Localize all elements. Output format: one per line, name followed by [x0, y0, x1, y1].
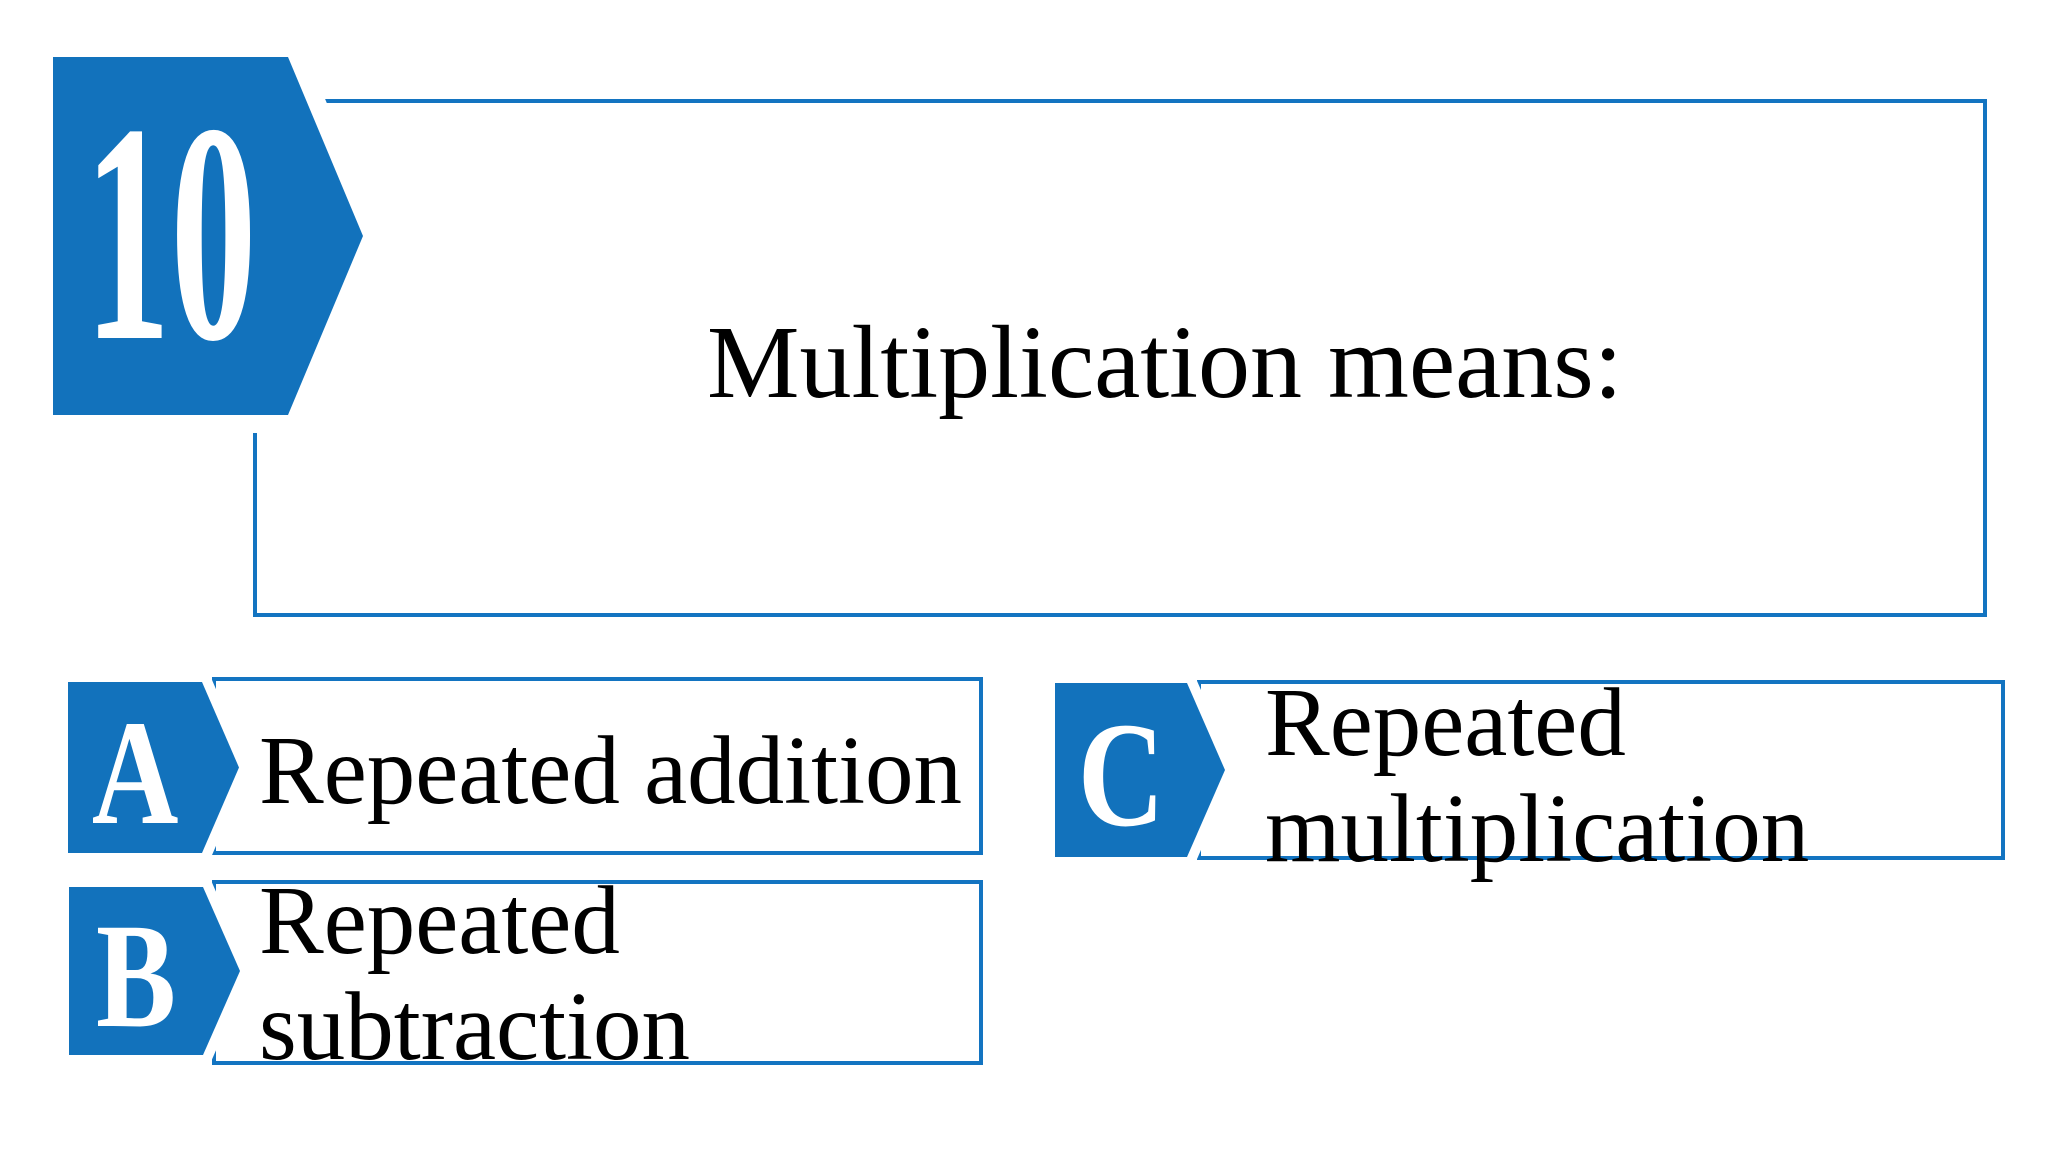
- option-a-text: Repeated addition: [259, 722, 962, 819]
- option-b-line-2: subtraction: [259, 973, 691, 1080]
- option-b-box[interactable]: [212, 880, 983, 1065]
- option-c-line-2: multiplication: [1265, 775, 1810, 882]
- option-b-badge-shape[interactable]: [57, 875, 252, 1067]
- question-number-badge-shape: [35, 39, 383, 433]
- option-a-line-1: Repeated addition: [259, 717, 963, 824]
- option-b-line-1: Repeated: [259, 867, 620, 974]
- option-c-badge-shape[interactable]: [1043, 671, 1237, 869]
- option-b-text: Repeated subtraction: [259, 868, 690, 1080]
- option-c-line-1: Repeated: [1265, 669, 1626, 776]
- option-a-box[interactable]: [212, 677, 983, 855]
- option-a-badge-shape[interactable]: [56, 670, 251, 865]
- question-box: [253, 99, 1987, 617]
- option-c-text: Repeated multiplication: [1265, 670, 1809, 882]
- question-text: Multiplication means:: [707, 305, 1623, 420]
